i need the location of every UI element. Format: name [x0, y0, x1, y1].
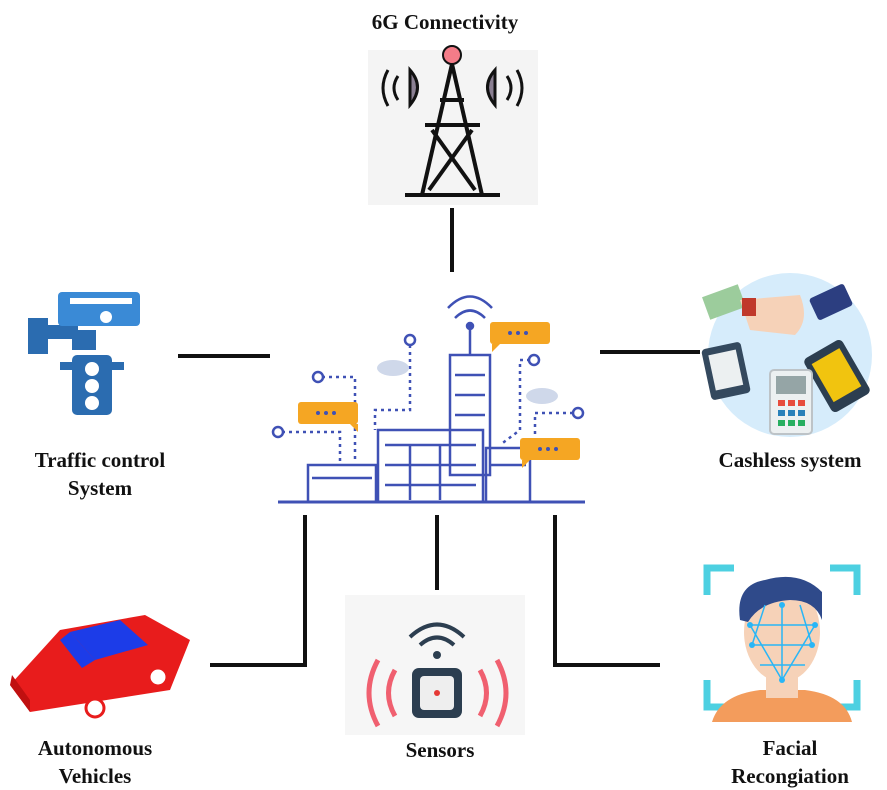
cell-tower-icon	[368, 45, 538, 205]
label-facial-recognition: Facial Recongiation	[690, 734, 887, 790]
smart-city-hub-icon	[271, 295, 585, 504]
chat-bubbles	[298, 322, 580, 468]
car-icon	[10, 615, 190, 719]
face-scan-icon	[703, 564, 861, 722]
traffic-camera-icon	[28, 292, 140, 354]
label-line: System	[67, 476, 133, 500]
payment-devices-icon	[701, 273, 872, 437]
label-line: Vehicles	[58, 764, 132, 788]
traffic-light-icon	[60, 355, 124, 415]
label-line: Recongiation	[731, 764, 849, 788]
label-autonomous-vehicles: Autonomous Vehicles	[0, 734, 190, 790]
label-line: Facial	[762, 736, 818, 760]
label-traffic-control: Traffic control System	[0, 446, 200, 502]
label-6g-connectivity: 6G Connectivity	[371, 10, 519, 34]
label-sensors: Sensors	[405, 738, 475, 762]
label-line: Traffic control	[34, 448, 166, 472]
wireless-sensor-icon	[345, 595, 525, 735]
label-line: Autonomous	[37, 736, 153, 760]
connector-lines	[178, 208, 700, 667]
label-cashless-system: Cashless system	[718, 448, 862, 472]
